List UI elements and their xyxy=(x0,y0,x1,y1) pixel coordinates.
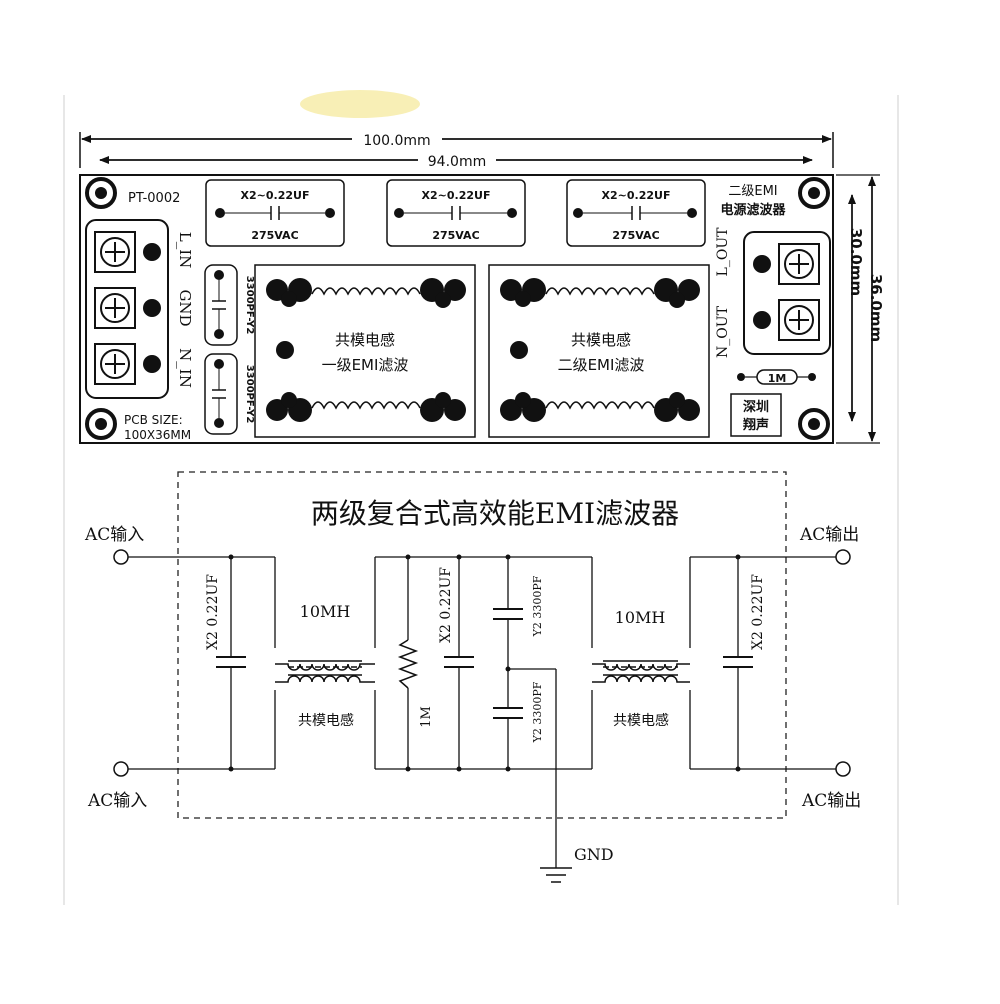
label-cap-y-top: Y2 3300PF xyxy=(531,575,544,637)
pcb-y-cap-2-label: 3300PF-Y2 xyxy=(244,365,255,424)
label-ac-out-top: AC输出 xyxy=(799,525,859,545)
label-choke-1: 共模电感 xyxy=(298,712,354,729)
mounting-hole-bl xyxy=(85,408,117,440)
label-l-in: L_IN xyxy=(176,232,194,269)
terminal-ac-out-bottom xyxy=(835,761,851,777)
junction-dots xyxy=(228,554,741,772)
label-ac-out-bottom: AC输出 xyxy=(801,791,861,811)
schematic-wiring xyxy=(128,556,836,868)
pcb-x-cap-2-voltage: 275VAC xyxy=(432,229,479,242)
mounting-hole-tl xyxy=(85,177,117,209)
label-inductor-1: 10MH xyxy=(300,602,351,621)
pcb-y-cap-2: 3300PF-Y2 xyxy=(204,353,255,435)
terminal-ac-in-top xyxy=(113,549,129,565)
schematic-resistor xyxy=(397,639,419,689)
pcb-x-cap-3: X2~0.22UF 275VAC xyxy=(566,179,706,247)
pcb-choke-2-label-1: 共模电感 xyxy=(571,331,631,349)
label-ac-in-bottom: AC输入 xyxy=(87,791,147,811)
output-terminal-2 xyxy=(753,299,820,341)
label-choke-2: 共模电感 xyxy=(613,712,669,729)
pcb-model-label: PT-0002 xyxy=(128,191,180,206)
pcb-choke-2-center-pad xyxy=(510,341,528,359)
background-blur xyxy=(300,90,420,118)
dim-label-100: 100.0mm xyxy=(363,133,430,149)
terminal-ac-out-top xyxy=(835,549,851,565)
pcb-x-cap-3-voltage: 275VAC xyxy=(612,229,659,242)
label-gnd: GND xyxy=(574,845,614,864)
label-l-out: L_OUT xyxy=(715,227,731,277)
input-terminal-2 xyxy=(94,287,161,329)
schematic-dashed-border xyxy=(177,471,787,819)
pcb-choke-1-label-1: 共模电感 xyxy=(335,331,395,349)
dim-label-bg-94 xyxy=(418,151,496,171)
label-cap-x-left: X2 0.22UF xyxy=(205,574,221,650)
label-ac-in-top: AC输入 xyxy=(84,525,144,545)
pcb-x-cap-3-value: X2~0.22UF xyxy=(602,189,671,202)
pcb-choke-1-center-pad xyxy=(276,341,294,359)
pcb-x-cap-1-voltage: 275VAC xyxy=(251,229,298,242)
dim-label-36: 36.0mm xyxy=(867,274,885,342)
pcb-resistor: 1M xyxy=(737,369,816,385)
dim-label-30: 30.0mm xyxy=(847,228,865,296)
pcb-choke-2-pads-top xyxy=(500,278,700,308)
pcb-x-cap-1: X2~0.22UF 275VAC xyxy=(205,179,345,247)
output-terminal-1 xyxy=(753,243,820,285)
capacitor-plates xyxy=(216,608,753,719)
brand-box xyxy=(730,393,782,437)
pcb-choke-2-coil-bottom xyxy=(545,401,655,410)
pcb-choke-1-coil-bottom xyxy=(311,401,421,410)
pcb-y-cap-1-label: 3300PF-Y2 xyxy=(244,276,255,335)
input-terminal-1 xyxy=(94,231,161,273)
pcb-choke-1-pads-top xyxy=(266,278,466,308)
pcb-x-cap-2: X2~0.22UF 275VAC xyxy=(386,179,526,247)
terminal-ac-in-bottom xyxy=(113,761,129,777)
pcb-title-right-2: 电源滤波器 xyxy=(720,202,786,218)
pcb-resistor-label: 1M xyxy=(768,372,787,385)
pcb-x-cap-2-value: X2~0.22UF xyxy=(422,189,491,202)
pcb-y-cap-1: 3300PF-Y2 xyxy=(204,264,255,346)
gnd-symbol xyxy=(540,867,572,883)
input-terminal-3 xyxy=(94,343,161,385)
label-cap-x-mid: X2 0.22UF xyxy=(438,567,454,643)
label-cap-x-right: X2 0.22UF xyxy=(750,574,766,650)
pcb-choke-1-coil-top xyxy=(311,287,421,296)
mounting-hole-br xyxy=(798,408,830,440)
label-cap-y-bottom: Y2 3300PF xyxy=(531,681,544,743)
pcb-x-cap-1-value: X2~0.22UF xyxy=(241,189,310,202)
schematic-title: 两级复合式高效能EMI滤波器 xyxy=(311,497,679,530)
label-n-in: N_IN xyxy=(176,348,194,388)
dim-label-94: 94.0mm xyxy=(428,154,486,170)
pcb-choke-2-pads-bottom xyxy=(500,392,700,422)
pcb-size-label-2: 100X36MM xyxy=(124,428,191,442)
pcb-title-right-1: 二级EMI xyxy=(728,184,777,199)
pcb-choke-1-pads-bottom xyxy=(266,392,466,422)
brand-line-1: 深圳 xyxy=(743,399,769,415)
common-mode-choke-2 xyxy=(592,660,690,683)
pcb-choke-2: 共模电感 二级EMI滤波 xyxy=(488,264,710,438)
label-inductor-2: 10MH xyxy=(615,608,666,627)
label-resistor: 1M xyxy=(419,706,434,728)
pcb-choke-1: 共模电感 一级EMI滤波 xyxy=(254,264,476,438)
label-gnd: GND xyxy=(176,289,194,326)
pcb-choke-2-coil-top xyxy=(545,287,655,296)
pcb-drawing: 100.0mm 94.0mm 30.0mm 36.0mm PT-0002 PCB… xyxy=(79,129,885,444)
common-mode-choke-1 xyxy=(275,660,375,683)
pcb-choke-1-label-2: 一级EMI滤波 xyxy=(322,356,409,374)
pcb-choke-2-label-2: 二级EMI滤波 xyxy=(558,356,645,374)
dim-label-bg-100 xyxy=(352,129,442,149)
schematic: 两级复合式高效能EMI滤波器 AC输入 AC输入 AC输出 AC输出 xyxy=(84,471,861,883)
mounting-hole-tr xyxy=(798,177,830,209)
brand-line-2: 翔声 xyxy=(742,417,769,433)
pcb-size-label-1: PCB SIZE: xyxy=(124,413,183,427)
label-n-out: N_OUT xyxy=(715,305,731,358)
